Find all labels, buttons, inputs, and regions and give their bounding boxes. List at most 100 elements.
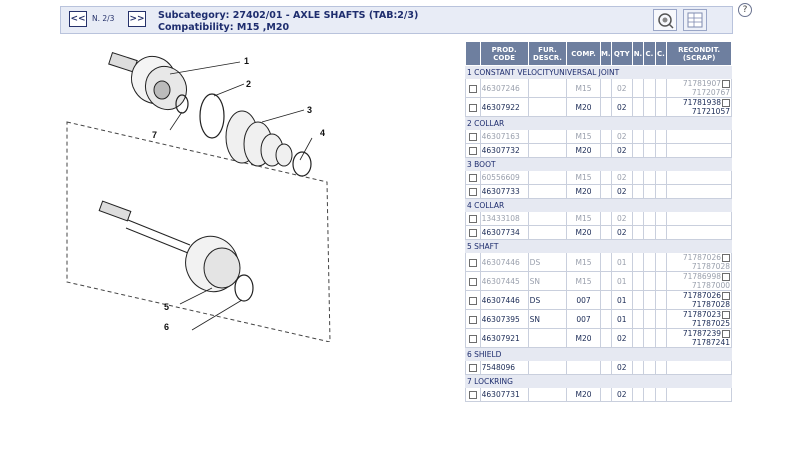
c1-cell	[643, 211, 656, 226]
comp-cell: M15	[566, 129, 601, 144]
c2-cell	[654, 129, 668, 144]
collar-part-2	[199, 93, 225, 139]
recondit-line: 71787025	[668, 319, 730, 328]
group-row: 2 COLLAR	[465, 116, 732, 130]
fur-descr-cell	[527, 129, 568, 144]
fur-descr-cell	[527, 225, 568, 240]
cv-joint-part	[108, 51, 188, 111]
select-checkbox[interactable]	[468, 229, 477, 237]
m-cell	[599, 360, 612, 375]
select-checkbox[interactable]	[468, 174, 477, 182]
select-checkbox[interactable]	[468, 215, 477, 223]
recondit-checkbox[interactable]	[722, 330, 730, 338]
qty-cell: 01	[610, 252, 633, 272]
fur-descr-cell: DS	[527, 290, 568, 310]
c1-cell	[643, 271, 656, 291]
boot-part	[225, 110, 293, 167]
select-checkbox[interactable]	[468, 258, 477, 267]
select-cell	[465, 360, 481, 375]
select-checkbox[interactable]	[468, 315, 477, 324]
col-fur-descr: FUR. DESCR.	[527, 41, 568, 66]
table-view-icon[interactable]	[683, 9, 707, 31]
recondit-line: 71781938	[668, 98, 730, 107]
m-cell	[599, 387, 612, 402]
c1-cell	[643, 360, 656, 375]
select-checkbox[interactable]	[468, 277, 477, 286]
qty-cell: 01	[610, 290, 633, 310]
qty-cell: 02	[610, 97, 633, 117]
recondit-code: 71787026	[682, 253, 721, 262]
m-cell	[599, 225, 612, 240]
comp-cell: M15	[566, 78, 601, 98]
prev-page-button[interactable]: <<	[69, 11, 87, 27]
prod-code-cell: 46307246	[479, 78, 529, 98]
comp-cell	[566, 360, 601, 375]
c1-cell	[643, 309, 656, 329]
group-row: 3 BOOT	[465, 157, 732, 171]
recondit-checkbox[interactable]	[722, 292, 730, 300]
select-cell	[465, 97, 481, 117]
next-page-button[interactable]: >>	[128, 11, 146, 27]
recondit-code: 71787028	[691, 300, 730, 309]
col-qty: QTY	[610, 41, 633, 66]
select-checkbox[interactable]	[468, 133, 477, 141]
select-checkbox[interactable]	[468, 84, 477, 93]
m-cell	[599, 184, 612, 199]
c2-cell	[654, 97, 668, 117]
help-icon[interactable]: ?	[738, 3, 752, 17]
n-cell	[631, 170, 645, 185]
c2-cell	[654, 360, 668, 375]
select-checkbox[interactable]	[468, 391, 477, 399]
fur-descr-cell	[527, 97, 568, 117]
m-cell	[599, 309, 612, 329]
comp-cell: M15	[566, 211, 601, 226]
select-checkbox[interactable]	[468, 103, 477, 112]
n-cell	[631, 309, 645, 329]
recondit-cell	[666, 387, 732, 402]
select-checkbox[interactable]	[468, 147, 477, 155]
drawing-view-icon[interactable]	[653, 9, 677, 31]
recondit-checkbox[interactable]	[722, 273, 730, 281]
c2-cell	[654, 170, 668, 185]
select-cell	[465, 271, 481, 291]
recondit-checkbox[interactable]	[722, 254, 730, 262]
collar-part-4	[292, 151, 312, 177]
exploded-parts-diagram: 1 2 3 4 5 6 7	[66, 51, 331, 342]
col-c1: C.	[643, 41, 656, 66]
recondit-checkbox[interactable]	[722, 80, 730, 88]
select-checkbox[interactable]	[468, 296, 477, 305]
comp-cell: M20	[566, 387, 601, 402]
callout-5: 5	[164, 302, 169, 312]
c1-cell	[643, 387, 656, 402]
col-recondit: RECONDIT. (SCRAP)	[666, 41, 732, 66]
select-checkbox[interactable]	[468, 334, 477, 343]
fur-descr-cell: SN	[527, 271, 568, 291]
group-row: 1 CONSTANT VELOCITYUNIVERSAL JOINT	[465, 65, 732, 79]
c1-cell	[643, 225, 656, 240]
callout-1: 1	[244, 56, 249, 66]
comp-cell: 007	[566, 290, 601, 310]
qty-cell: 02	[610, 170, 633, 185]
recondit-line: 71787239	[668, 329, 730, 338]
comp-cell: M15	[566, 170, 601, 185]
recondit-line: 71721057	[668, 107, 730, 116]
prod-code-cell: 7548096	[479, 360, 529, 375]
select-checkbox[interactable]	[468, 188, 477, 196]
select-cell	[465, 78, 481, 98]
select-checkbox[interactable]	[468, 364, 477, 372]
group-label: 6 SHIELD	[465, 347, 732, 361]
recondit-line: 71787023	[668, 310, 730, 319]
comp-cell: M15	[566, 252, 601, 272]
recondit-checkbox[interactable]	[722, 311, 730, 319]
shaft-part	[98, 200, 241, 293]
lockring-part	[175, 94, 189, 114]
compatibility-text: Compatibility: M15 ,M20	[158, 22, 290, 33]
recondit-checkbox[interactable]	[722, 99, 730, 107]
